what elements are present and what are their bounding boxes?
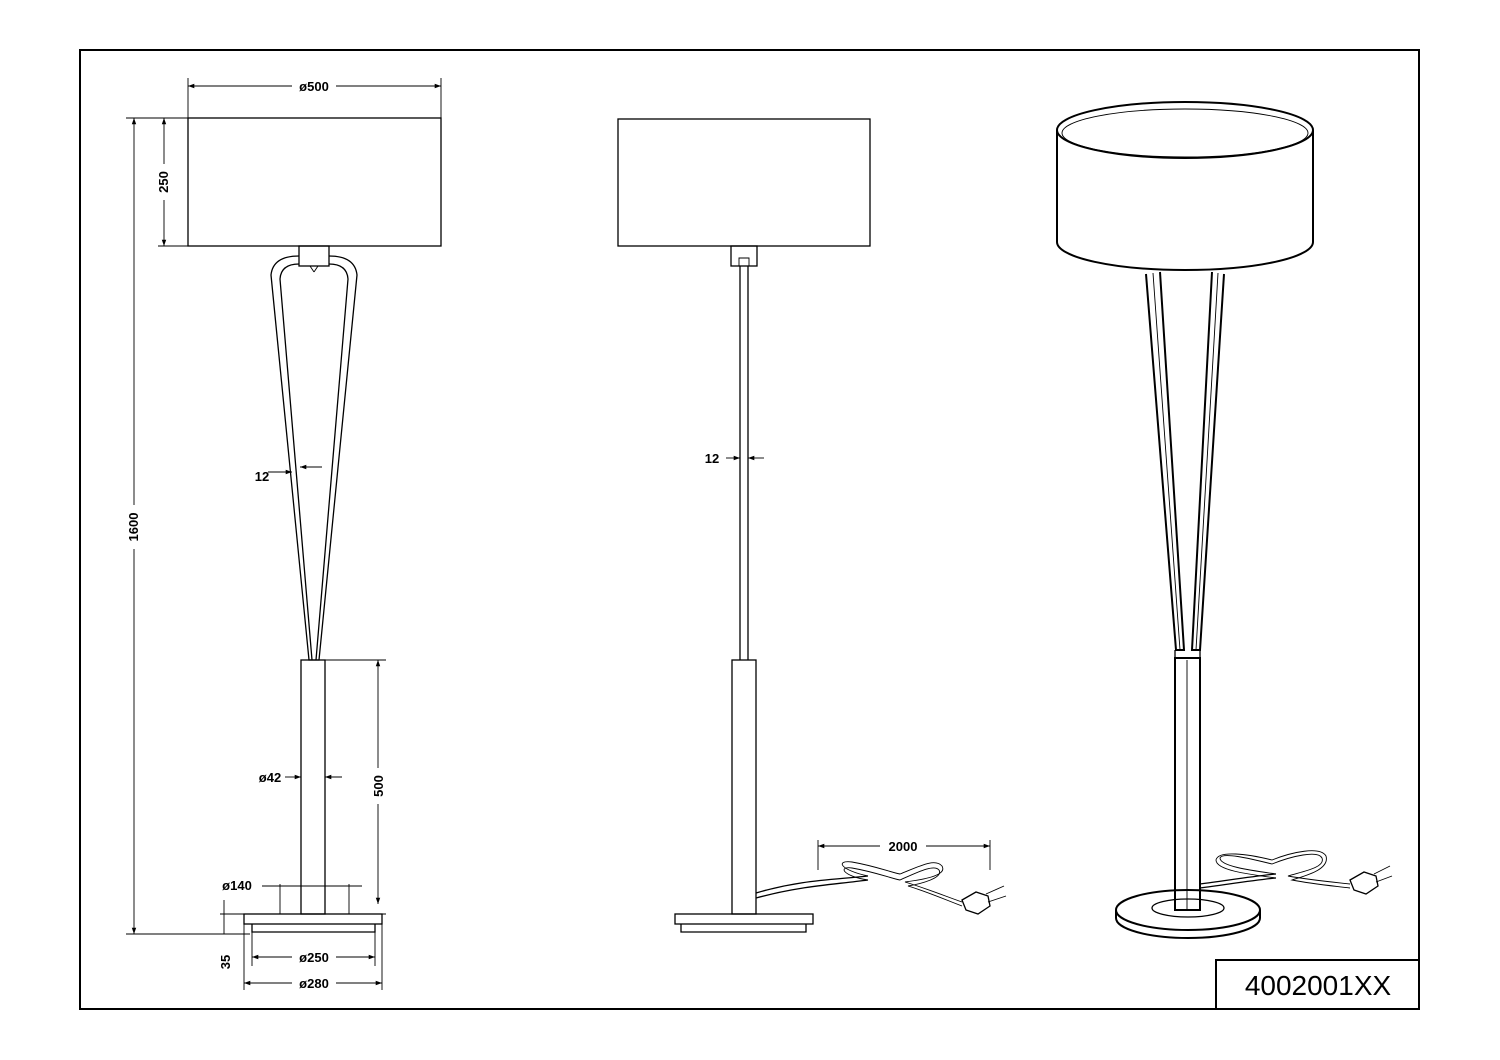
dim-shade-height: 250 — [156, 171, 171, 193]
drawing-border — [79, 49, 1420, 1010]
title-block — [1215, 959, 1420, 1010]
front-frame — [270, 255, 358, 661]
perspective-view — [1056, 101, 1393, 939]
front-view: ø500 250 1600 12 500 ø42 — [125, 78, 442, 991]
front-shade — [187, 117, 442, 247]
side-plug-icon — [961, 891, 991, 915]
dim-cable-length: 2000 — [889, 839, 918, 854]
dim-total-height: 1600 — [126, 513, 141, 542]
perspective-stem — [1174, 657, 1201, 911]
dim-base-outer-diameter: ø280 — [299, 976, 329, 991]
side-cable — [755, 875, 869, 894]
side-base — [674, 913, 814, 925]
dim-base-height: 35 — [218, 955, 233, 969]
dim-base-inner-diameter: ø140 — [222, 878, 252, 893]
side-view: 12 2000 — [617, 118, 1007, 933]
product-code: 4002001XX — [1245, 970, 1392, 1001]
dim-base-middle-diameter: ø250 — [299, 950, 329, 965]
dim-stem-diameter: ø42 — [259, 770, 281, 785]
dim-frame-thickness-side: 12 — [705, 451, 719, 466]
front-stem — [300, 659, 326, 915]
perspective-cable — [1199, 873, 1277, 885]
dim-frame-thickness-front: 12 — [255, 469, 269, 484]
side-shade — [617, 118, 871, 247]
perspective-frame — [1145, 271, 1186, 651]
dim-shade-diameter: ø500 — [299, 79, 329, 94]
front-base — [243, 913, 383, 925]
perspective-plug-icon — [1349, 871, 1379, 895]
dim-stem-height: 500 — [371, 775, 386, 797]
perspective-shade — [1056, 130, 1314, 271]
side-stem — [731, 659, 757, 915]
